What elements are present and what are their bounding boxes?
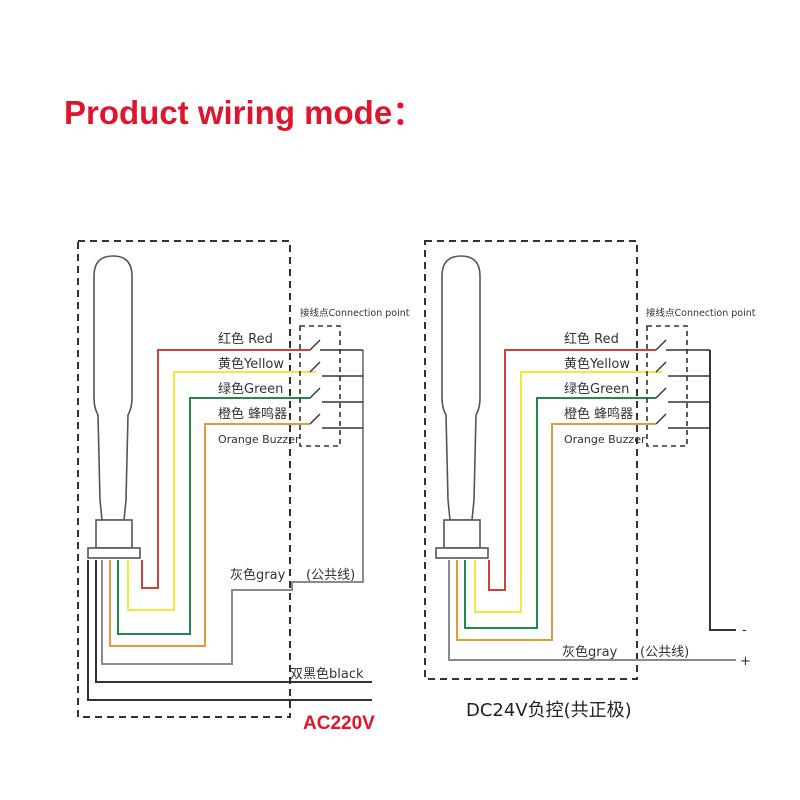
left-black-wire-2 (87, 560, 372, 701)
left-connection-point-label: 接线点Connection point (300, 307, 410, 319)
right-minus-label: - (742, 623, 747, 638)
right-orange-en-label: Orange Buzzer (564, 433, 646, 446)
left-yellow-wire (127, 371, 316, 611)
left-lamp (87, 255, 141, 559)
left-diagram: 接线点Connection point 红色 Red 黄色Yellow 绿色Gr… (77, 240, 410, 734)
right-yellow-label: 黄色Yellow (564, 356, 630, 372)
left-orange-en-label: Orange Buzzer (218, 433, 300, 446)
left-caption-ac220v: AC220V (303, 713, 375, 734)
right-outer-box (424, 240, 638, 680)
right-plus-label: + (740, 654, 751, 669)
right-connection-box (646, 325, 688, 447)
right-green-wire (464, 397, 656, 629)
left-gray-wire (101, 350, 364, 665)
page-title: Product wiring mode： (64, 94, 426, 131)
left-connection-box (299, 325, 341, 447)
left-common-label: (公共线) (306, 568, 355, 583)
left-red-wire (141, 349, 310, 589)
left-outer-box (77, 240, 291, 718)
right-gray-label: 灰色gray (562, 644, 618, 660)
right-red-wire (488, 349, 656, 591)
right-orange-wire (456, 423, 656, 641)
left-black-wire-1 (95, 560, 372, 683)
right-orange-cn-label: 橙色 蜂鸣器 (564, 406, 633, 422)
left-orange-wire (109, 423, 310, 647)
right-caption-dc24v: DC24V负控(共正极) (466, 700, 632, 721)
left-gray-label: 灰色gray (230, 567, 286, 583)
right-lamp (435, 255, 489, 559)
left-green-label: 绿色Green (218, 381, 283, 397)
left-green-wire (117, 397, 310, 635)
right-common-label: (公共线) (640, 645, 689, 660)
right-minus-wire (709, 350, 736, 631)
right-red-label: 红色 Red (564, 331, 619, 347)
left-orange-cn-label: 橙色 蜂鸣器 (218, 406, 287, 422)
left-red-label: 红色 Red (218, 331, 273, 347)
left-yellow-label: 黄色Yellow (218, 356, 284, 372)
right-switch-contacts (655, 339, 710, 429)
right-diagram: 接线点Connection point 红色 Red 黄色Yellow 绿色Gr… (424, 240, 756, 721)
right-yellow-wire (474, 371, 662, 613)
right-connection-point-label: 接线点Connection point (646, 307, 756, 319)
right-green-label: 绿色Green (564, 381, 629, 397)
left-black-label: 双黑色black (290, 666, 364, 682)
right-gray-wire (448, 560, 736, 661)
left-switch-contacts (309, 339, 363, 429)
